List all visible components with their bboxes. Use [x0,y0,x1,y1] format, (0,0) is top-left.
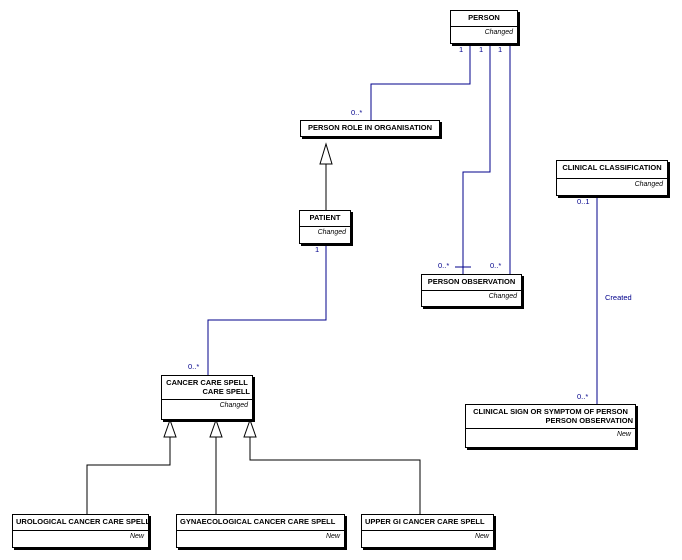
entity-status: Changed [300,226,350,238]
multiplicity-label: 1 [459,45,464,54]
entity-name: UROLOGICAL CANCER CARE SPELL [16,517,151,526]
entity-person-observation[interactable]: PERSON OBSERVATION Changed [421,274,522,307]
entity-status: New [13,530,148,542]
entity-name: PATIENT [309,213,341,222]
generalization-urological [86,437,171,514]
entity-cancer-care-spell[interactable]: CANCER CARE SPELL CARE SPELL Changed [161,375,253,420]
entity-status: Changed [422,290,521,302]
entity-urological-cancer-care-spell[interactable]: UROLOGICAL CANCER CARE SPELL New [12,514,151,548]
entity-upper-gi-cancer-care-spell[interactable]: UPPER GI CANCER CARE SPELL New [361,514,494,548]
entity-name-secondary: PERSON OBSERVATION [545,416,633,425]
entity-name: GYNAECOLOGICAL CANCER CARE SPELL [180,517,336,526]
entity-clinical-classification[interactable]: CLINICAL CLASSIFICATION Changed [556,160,668,196]
entity-name: UPPER GI CANCER CARE SPELL [365,517,485,526]
entity-status: Changed [451,26,517,38]
entity-name: PERSON OBSERVATION [427,277,516,286]
multiplicity-label: 1 [498,45,503,54]
entity-name: CLINICAL SIGN OR SYMPTOM OF PERSON PERSO… [466,405,635,426]
entity-status: New [466,428,635,440]
entity-status: New [362,530,493,542]
entity-name: PERSON ROLE IN ORGANISATION [307,123,433,132]
entity-status: Changed [162,399,252,411]
association-person-observation-a [462,44,491,274]
entity-name-secondary: CARE SPELL [202,387,250,396]
multiplicity-label: 0..* [188,362,200,371]
entity-status: New [177,530,344,542]
generalization-arrow-icon [163,418,177,438]
multiplicity-label: 0..* [438,261,450,270]
generalization-arrow-icon [209,418,223,438]
association-patient-spell [207,244,327,375]
entity-gynaecological-cancer-care-spell[interactable]: GYNAECOLOGICAL CANCER CARE SPELL New [176,514,345,548]
multiplicity-label: 1 [315,245,320,254]
generalization-arrow-icon [243,418,257,438]
association-label-created: Created [605,293,632,302]
entity-name: CLINICAL CLASSIFICATION [562,163,662,172]
entity-name: CANCER CARE SPELL CARE SPELL [162,376,252,397]
entity-name-primary: CLINICAL SIGN OR SYMPTOM OF PERSON [473,407,628,416]
entity-person-role-in-organisation[interactable]: PERSON ROLE IN ORGANISATION [300,120,440,137]
multiplicity-label: 1 [479,45,484,54]
entity-name: PERSON [468,13,500,22]
entity-person[interactable]: PERSON Changed [450,10,518,44]
entity-patient[interactable]: PATIENT Changed [299,210,351,244]
entity-name-primary: CANCER CARE SPELL [166,378,248,387]
generalization-upper-gi [249,437,421,514]
entity-status: Changed [557,178,667,190]
association-person-role [370,44,471,122]
multiplicity-label: 0..* [577,392,589,401]
entity-clinical-sign-or-symptom-of-person[interactable]: CLINICAL SIGN OR SYMPTOM OF PERSON PERSO… [465,404,636,448]
generalization-arrow-icon [319,142,333,165]
multiplicity-label: 0..* [351,108,363,117]
multiplicity-label: 0..* [490,261,502,270]
multiplicity-label: 0..1 [577,197,590,206]
